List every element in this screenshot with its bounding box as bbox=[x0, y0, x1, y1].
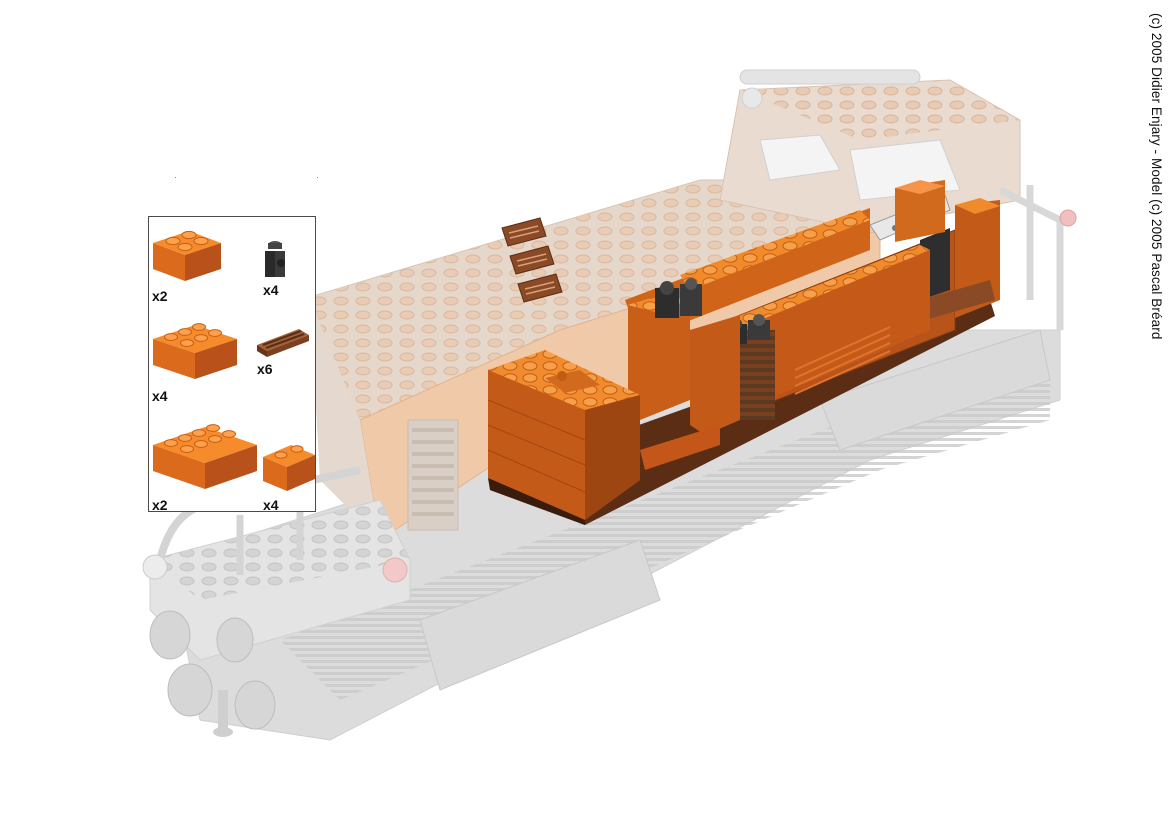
ghost-buffers bbox=[149, 610, 276, 737]
parts-artwork bbox=[153, 230, 315, 491]
copyright-text: (c) 2005 Didier Enjary - Model (c) 2005 … bbox=[1149, 13, 1164, 340]
brick-2x4-icon bbox=[153, 424, 257, 489]
current-assembly bbox=[487, 180, 1000, 525]
qty-label-grille: x6 bbox=[257, 361, 273, 377]
artifact-dot bbox=[317, 177, 318, 178]
qty-label-headlight: x4 bbox=[263, 282, 279, 298]
left-tower bbox=[628, 285, 690, 420]
qty-label-2x4: x2 bbox=[152, 497, 168, 513]
brick-2x3-icon bbox=[153, 323, 237, 379]
headlight-brick-icon bbox=[265, 241, 285, 277]
brick-1x2-icon bbox=[263, 445, 315, 491]
side-grille bbox=[794, 326, 891, 395]
brick-2x2-icon bbox=[153, 230, 221, 281]
headlight-bricks-black bbox=[655, 278, 770, 344]
qty-label-1x2: x4 bbox=[263, 497, 279, 513]
qty-label-2x2: x2 bbox=[152, 288, 168, 304]
floating-grille-tiles bbox=[501, 217, 563, 303]
parts-list-panel: x2 x4 x4 x6 x2 x4 bbox=[148, 216, 316, 513]
qty-label-2x3: x4 bbox=[152, 388, 168, 404]
artifact-dot bbox=[175, 177, 176, 178]
grille-tile-icon bbox=[257, 329, 309, 357]
ghost-locomotive bbox=[142, 69, 1077, 741]
